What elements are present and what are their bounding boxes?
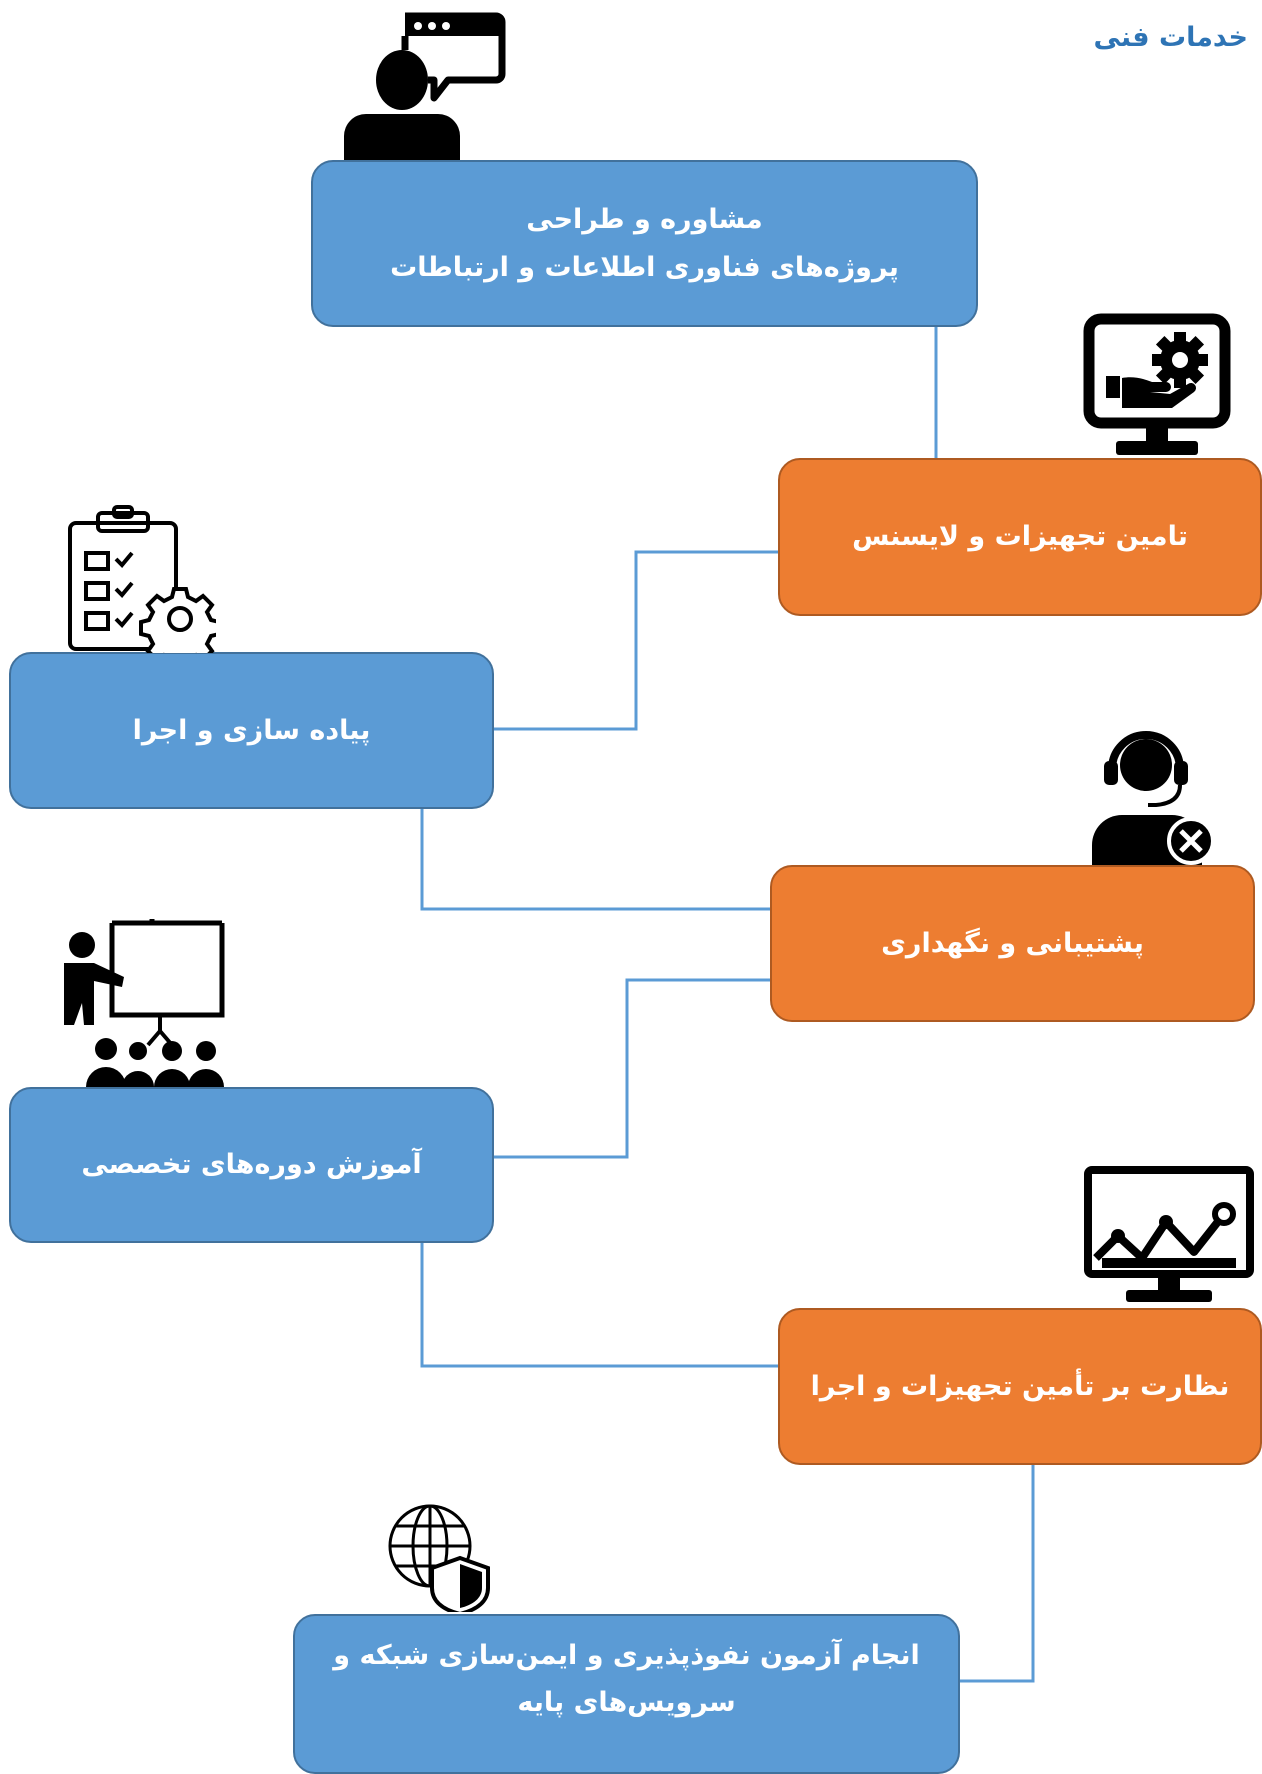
step-implementation-box: پیاده سازی و اجرا [9, 652, 494, 809]
step-equipment-license-box: تامین تجهیزات و لایسنس [778, 458, 1262, 616]
step-support-label: پشتیبانی و نگهداری [881, 927, 1144, 959]
step-consulting-box: مشاوره و طراحی پروژه‌های فناوری اطلاعات … [311, 160, 978, 327]
step-training-box: آموزش دوره‌های تخصصی [9, 1087, 494, 1243]
step-implementation-label: پیاده سازی و اجرا [132, 714, 371, 746]
connector-6-7 [960, 1465, 1035, 1683]
connector-2-3 [494, 550, 778, 731]
monitor-hand-gear-icon [1083, 313, 1231, 455]
connector-3-4 [420, 809, 770, 911]
step-penetration-test-box: انجام آزمون نفوذپذیری و ایمن‌سازی شبکه و… [293, 1614, 960, 1774]
globe-shield-icon [388, 1504, 490, 1612]
consultant-chat-icon [344, 12, 506, 160]
step-training-label: آموزش دوره‌های تخصصی [81, 1149, 422, 1181]
support-headset-icon [1092, 731, 1215, 865]
connector-5-6 [420, 1243, 778, 1368]
step-consulting-line-2: پروژه‌های فناوری اطلاعات و ارتباطات [390, 251, 899, 283]
step-support-box: پشتیبانی و نگهداری [770, 865, 1255, 1022]
page-heading: خدمات فنی [1093, 22, 1248, 53]
step-supervision-label: نظارت بر تأمین تجهیزات و اجرا [810, 1370, 1230, 1402]
step-penetration-line-1: انجام آزمون نفوذپذیری و ایمن‌سازی شبکه و [333, 1640, 920, 1671]
connector-4-5 [494, 978, 770, 1159]
presentation-training-icon [64, 919, 225, 1087]
step-supervision-box: نظارت بر تأمین تجهیزات و اجرا [778, 1308, 1262, 1465]
step-equipment-license-label: تامین تجهیزات و لایسنس [852, 521, 1188, 553]
step-penetration-line-2: سرویس‌های پایه [517, 1687, 736, 1719]
step-consulting-line-1: مشاوره و طراحی [526, 204, 763, 236]
checklist-gear-icon [68, 505, 216, 653]
monitor-chart-icon [1084, 1166, 1254, 1302]
